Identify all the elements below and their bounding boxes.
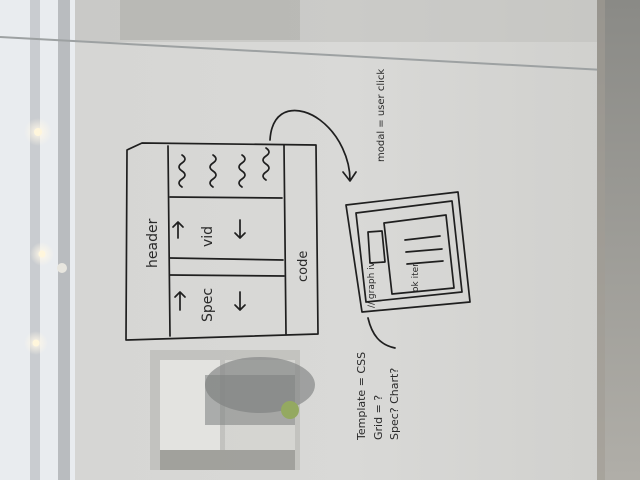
wavy-line-2 — [209, 154, 217, 188]
layout-frame — [125, 142, 319, 341]
note-spec: Spec? Chart? — [388, 368, 401, 440]
glass-edge — [0, 36, 640, 73]
window-frame — [58, 0, 70, 480]
wavy-line-1 — [178, 154, 186, 188]
header-label: header — [145, 218, 161, 268]
spec-arrow-down — [234, 291, 246, 311]
room-behind-glass — [150, 350, 315, 470]
spec-arrow-up — [174, 291, 186, 311]
modal-text-lines — [404, 235, 444, 265]
modal-content-box — [383, 214, 455, 295]
modal-button — [367, 230, 386, 264]
window-mullion — [30, 0, 40, 480]
modal-arrow — [269, 109, 357, 182]
spec-label: Spec — [200, 288, 216, 322]
preview-annotation: ok iter — [411, 263, 421, 292]
modal-annotation: modal = user click — [376, 69, 387, 162]
sketch-labels: header vid Spec code modal = user click … — [145, 69, 421, 441]
code-label: code — [296, 251, 311, 282]
video-arrow-down — [234, 219, 246, 239]
video-divider — [169, 257, 284, 261]
modal-inner — [355, 200, 463, 303]
code-divider — [283, 144, 287, 335]
spec-top-divider — [169, 274, 285, 277]
note-template: Template = CSS — [355, 352, 368, 441]
background-blur — [120, 0, 300, 40]
graph-annotation: // graph iv — [367, 261, 377, 308]
modal-outer — [345, 191, 471, 313]
string-lights — [24, 118, 67, 355]
top-band-divider — [169, 196, 283, 199]
wavy-line-3 — [238, 154, 246, 188]
wavy-line-4 — [262, 147, 270, 181]
header-divider — [167, 145, 171, 337]
sketch-drawing — [125, 109, 471, 349]
note-grid: Grid = ? — [372, 395, 385, 440]
video-arrow-up — [172, 221, 184, 239]
notes-arrow — [367, 317, 396, 349]
ceiling-reflection — [75, 0, 640, 42]
video-label: vid — [200, 226, 216, 247]
